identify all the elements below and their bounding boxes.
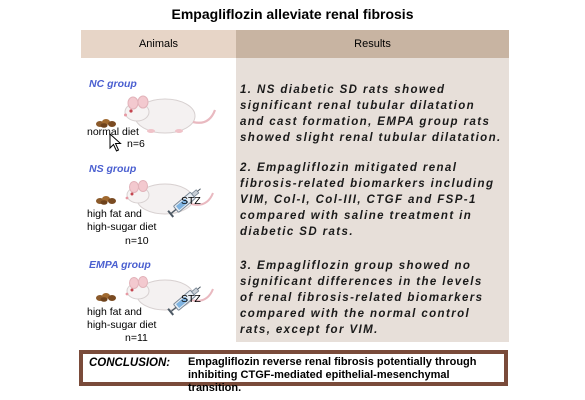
group-label-empa: EMPA group	[89, 259, 151, 271]
food-pellets-icon	[96, 119, 116, 128]
n-label-ns: n=10	[125, 235, 149, 247]
summary-table: Animals Results NC group normal diet n=6…	[81, 30, 509, 344]
header-results: Results	[236, 30, 509, 58]
n-label-empa: n=11	[125, 332, 148, 344]
syringe-icon	[167, 286, 201, 316]
conclusion-label: CONCLUSION:	[89, 357, 171, 369]
conclusion-box: CONCLUSION: Empagliflozin reverse renal …	[79, 350, 508, 394]
conclusion-text: Empagliflozin reverse renal fibrosis pot…	[188, 356, 477, 394]
injection-label-empa: STZ	[181, 293, 201, 305]
food-pellets-icon	[96, 293, 116, 302]
syringe-icon	[167, 188, 201, 218]
diet-label-nc: normal diet	[87, 126, 139, 138]
diet-label-empa: high fat and high-sugar diet	[87, 306, 157, 331]
result-1: 1. NS diabetic SD rats showed significan…	[240, 84, 502, 144]
header-animals: Animals	[81, 30, 236, 58]
food-pellets-icon	[96, 196, 116, 205]
result-2: 2. Empagliflozin mitigated renal fibrosi…	[240, 162, 495, 238]
n-label-nc: n=6	[127, 138, 145, 150]
mouse-cursor-icon	[109, 132, 122, 152]
result-3: 3. Empagliflozin group showed no signifi…	[240, 260, 484, 336]
results-column	[236, 58, 509, 342]
rat-icon	[124, 95, 217, 134]
figure-title: Empagliflozin alleviate renal fibrosis	[171, 6, 414, 22]
group-label-ns: NS group	[89, 163, 137, 175]
injection-label-ns: STZ	[181, 195, 201, 207]
group-label-nc: NC group	[89, 78, 137, 90]
diet-label-ns: high fat and high-sugar diet	[87, 208, 157, 233]
